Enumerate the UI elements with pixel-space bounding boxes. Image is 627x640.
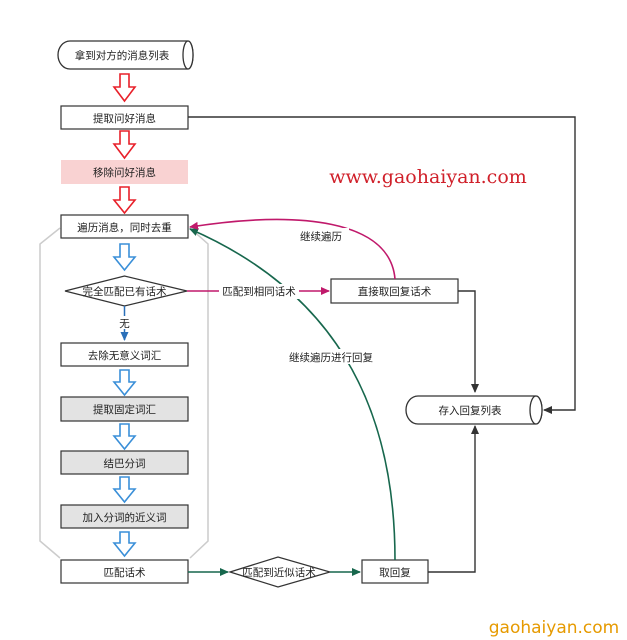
node-traverse-dedupe-label: 遍历消息，同时去重 xyxy=(77,221,172,234)
node-direct-take: 直接取回复话术 xyxy=(330,278,459,304)
edge-none: 无 xyxy=(118,306,131,341)
edge-continue-traverse xyxy=(189,218,396,280)
blue-arrow-5 xyxy=(112,531,137,558)
node-traverse-dedupe: 遍历消息，同时去重 xyxy=(60,214,189,239)
edge-continue-reply-label: 继续遍历进行回复 xyxy=(289,351,373,364)
edge-matched-same-bg xyxy=(219,284,299,299)
edge-direct-to-store xyxy=(458,290,479,393)
node-jieba: 结巴分词 xyxy=(60,450,189,475)
node-match-script: 匹配话术 xyxy=(60,559,189,584)
edge-matched-same-label: 匹配到相同话术 xyxy=(222,285,296,298)
node-store-list: 存入回复列表 xyxy=(405,395,543,425)
blue-arrow-1 xyxy=(112,243,137,272)
red-arrow-2 xyxy=(112,130,137,160)
node-full-match-label: 完全匹配已有话术 xyxy=(83,285,167,298)
node-take-reply-label: 取回复 xyxy=(379,566,411,579)
node-full-match: 完全匹配已有话术 xyxy=(64,275,188,307)
node-add-synonyms: 加入分词的近义词 xyxy=(60,504,189,529)
node-extract-fixed-label: 提取固定词汇 xyxy=(93,403,156,416)
left-bracket xyxy=(39,227,61,559)
edge-continue-traverse-bg xyxy=(293,228,349,243)
node-get-list: 拿到对方的消息列表 xyxy=(57,40,194,70)
blue-arrow-2 xyxy=(112,369,137,397)
watermark-url: www.gaohaiyan.com xyxy=(329,166,527,188)
edge-none-label: 无 xyxy=(119,318,130,330)
red-arrow-3 xyxy=(112,186,137,215)
node-add-synonyms-label: 加入分词的近义词 xyxy=(83,511,167,524)
red-arrow-1 xyxy=(112,73,137,103)
node-extract-fixed: 提取固定词汇 xyxy=(60,396,189,422)
node-similar-match: 匹配到近似话术 xyxy=(227,556,333,588)
edge-continue-traverse-label: 继续遍历 xyxy=(300,230,342,243)
edge-continue-reply-bg xyxy=(283,349,379,364)
node-extract-greeting: 提取问好消息 xyxy=(60,105,189,130)
edge-greeting-to-store xyxy=(188,116,576,414)
node-remove-greeting-label: 移除问好消息 xyxy=(93,166,156,179)
node-store-list-label: 存入回复列表 xyxy=(439,404,502,417)
edge-take-to-store xyxy=(428,425,479,573)
node-remove-meaningless-label: 去除无意义词汇 xyxy=(88,349,162,362)
node-remove-greeting: 移除问好消息 xyxy=(61,160,188,184)
node-take-reply: 取回复 xyxy=(361,559,429,584)
node-match-script-label: 匹配话术 xyxy=(104,567,146,579)
node-extract-greeting-label: 提取问好消息 xyxy=(93,112,156,125)
blue-arrow-4 xyxy=(112,476,137,504)
right-bracket xyxy=(189,227,209,559)
watermark-footer: gaohaiyan.com xyxy=(489,618,620,638)
node-remove-meaningless: 去除无意义词汇 xyxy=(60,342,189,367)
node-get-list-label: 拿到对方的消息列表 xyxy=(75,49,170,62)
blue-arrow-3 xyxy=(112,423,137,451)
node-direct-take-label: 直接取回复话术 xyxy=(358,285,432,298)
node-similar-match-label: 匹配到近似话术 xyxy=(242,566,316,579)
node-jieba-label: 结巴分词 xyxy=(104,457,146,470)
